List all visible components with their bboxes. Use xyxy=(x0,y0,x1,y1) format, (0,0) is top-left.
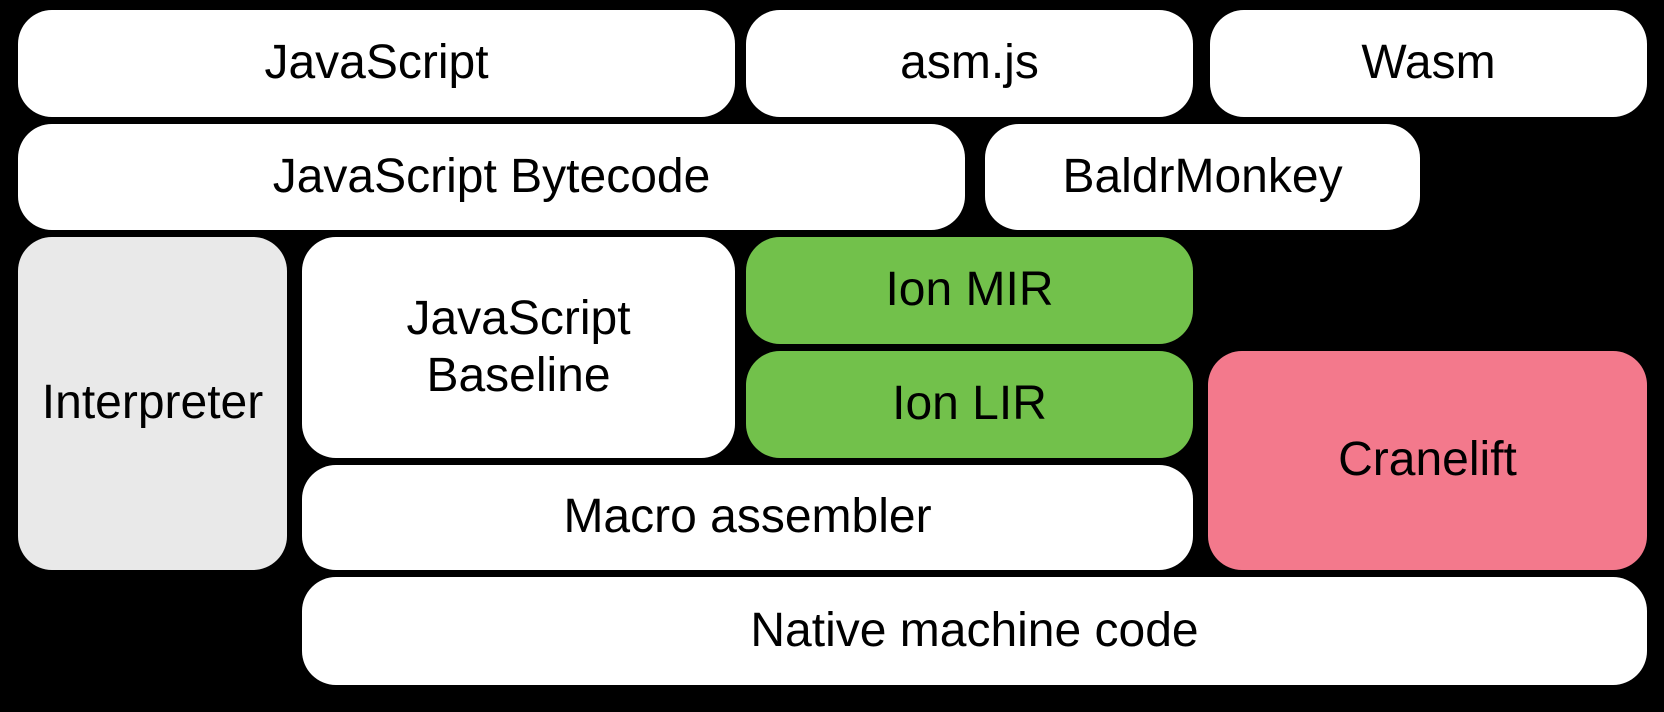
box-ion-lir: Ion LIR xyxy=(746,351,1193,458)
box-javascript-label: JavaScript xyxy=(264,36,489,90)
box-javascript-baseline-label: JavaScript Baseline xyxy=(406,291,630,403)
box-javascript-baseline: JavaScript Baseline xyxy=(302,237,735,458)
box-native-machine-code-label: Native machine code xyxy=(750,603,1199,657)
box-javascript: JavaScript xyxy=(18,10,735,117)
box-javascript-baseline-label-line1: JavaScript xyxy=(406,292,631,346)
box-macro-assembler-label: Macro assembler xyxy=(563,490,932,544)
box-interpreter: Interpreter xyxy=(18,237,287,570)
box-ion-lir-label: Ion LIR xyxy=(892,377,1047,431)
box-macro-assembler: Macro assembler xyxy=(302,465,1193,570)
box-interpreter-label: Interpreter xyxy=(41,376,264,430)
box-wasm: Wasm xyxy=(1210,10,1647,117)
box-asmjs-label: asm.js xyxy=(900,36,1039,90)
box-ion-mir-label: Ion MIR xyxy=(885,263,1054,317)
box-cranelift-label: Cranelift xyxy=(1338,433,1517,487)
box-javascript-baseline-label-line2: Baseline xyxy=(426,348,611,402)
box-native-machine-code: Native machine code xyxy=(302,577,1647,685)
box-cranelift: Cranelift xyxy=(1208,351,1647,570)
box-asmjs: asm.js xyxy=(746,10,1193,117)
box-baldrmonkey-label: BaldrMonkey xyxy=(1062,149,1343,203)
box-ion-mir: Ion MIR xyxy=(746,237,1193,344)
box-javascript-bytecode-label: JavaScript Bytecode xyxy=(272,149,711,203)
box-javascript-bytecode: JavaScript Bytecode xyxy=(18,124,965,230)
box-baldrmonkey: BaldrMonkey xyxy=(985,124,1420,230)
box-wasm-label: Wasm xyxy=(1361,36,1496,90)
